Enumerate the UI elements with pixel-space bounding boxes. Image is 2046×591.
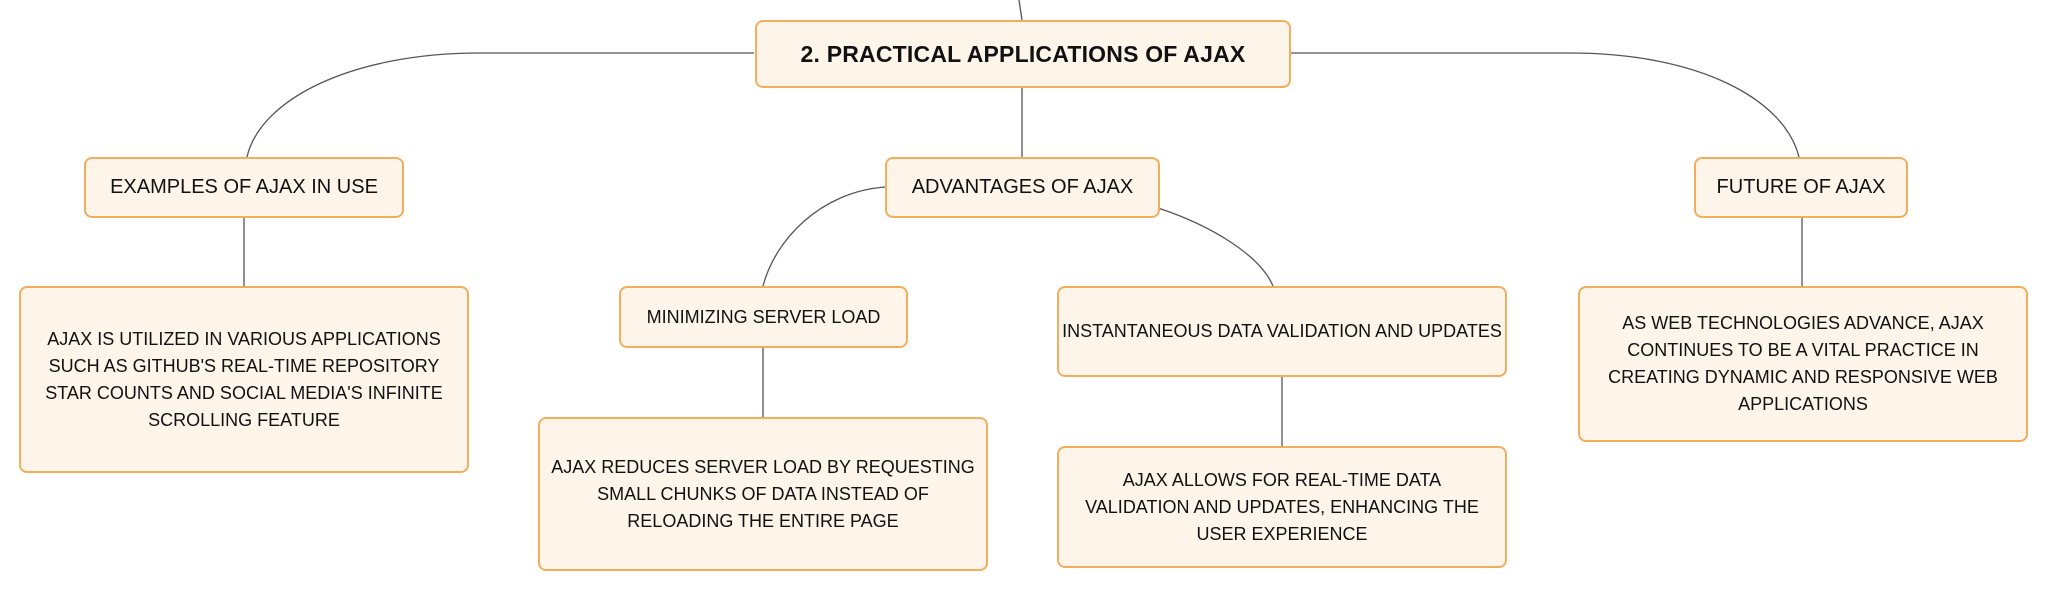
connector-root-to-future bbox=[1290, 52, 1800, 158]
advantages-node[interactable]: ADVANTAGES OF AJAX bbox=[885, 157, 1160, 218]
examples-node-label: EXAMPLES OF AJAX IN USE bbox=[110, 176, 378, 198]
root-node[interactable]: 2. PRACTICAL APPLICATIONS OF AJAX bbox=[755, 20, 1291, 88]
server-load-detail-node[interactable]: AJAX REDUCES SERVER LOAD BY REQUESTING S… bbox=[538, 417, 988, 571]
connector-parent-to-root bbox=[1018, 0, 1023, 21]
advantages-node-label: ADVANTAGES OF AJAX bbox=[911, 176, 1134, 198]
examples-detail-node[interactable]: AJAX IS UTILIZED IN VARIOUS APPLICATIONS… bbox=[19, 286, 469, 473]
connector-root-to-examples bbox=[246, 52, 754, 158]
examples-node[interactable]: EXAMPLES OF AJAX IN USE bbox=[84, 157, 404, 218]
validation-node[interactable]: INSTANTANEOUS DATA VALIDATION AND UPDATE… bbox=[1057, 286, 1507, 377]
examples-detail-text: AJAX IS UTILIZED IN VARIOUS APPLICATIONS… bbox=[45, 328, 443, 430]
validation-node-label: INSTANTANEOUS DATA VALIDATION AND UPDATE… bbox=[1062, 321, 1502, 341]
future-node-label: FUTURE OF AJAX bbox=[1716, 176, 1886, 198]
connector-advantages-to-validation bbox=[1157, 207, 1274, 287]
server-load-node-label: MINIMIZING SERVER LOAD bbox=[646, 306, 881, 327]
future-detail-text: AS WEB TECHNOLOGIES ADVANCE, AJAX CONTIN… bbox=[1608, 313, 1998, 414]
future-node[interactable]: FUTURE OF AJAX bbox=[1694, 157, 1908, 218]
server-load-node[interactable]: MINIMIZING SERVER LOAD bbox=[619, 286, 908, 348]
future-detail-node[interactable]: AS WEB TECHNOLOGIES ADVANCE, AJAX CONTIN… bbox=[1578, 286, 2028, 442]
validation-detail-node[interactable]: AJAX ALLOWS FOR REAL-TIME DATA VALIDATIO… bbox=[1057, 446, 1507, 568]
root-node-label: 2. PRACTICAL APPLICATIONS OF AJAX bbox=[800, 40, 1246, 67]
validation-detail-text: AJAX ALLOWS FOR REAL-TIME DATA VALIDATIO… bbox=[1085, 469, 1479, 544]
connector-advantages-to-server-load bbox=[762, 186, 886, 287]
server-load-detail-text: AJAX REDUCES SERVER LOAD BY REQUESTING S… bbox=[551, 456, 975, 531]
